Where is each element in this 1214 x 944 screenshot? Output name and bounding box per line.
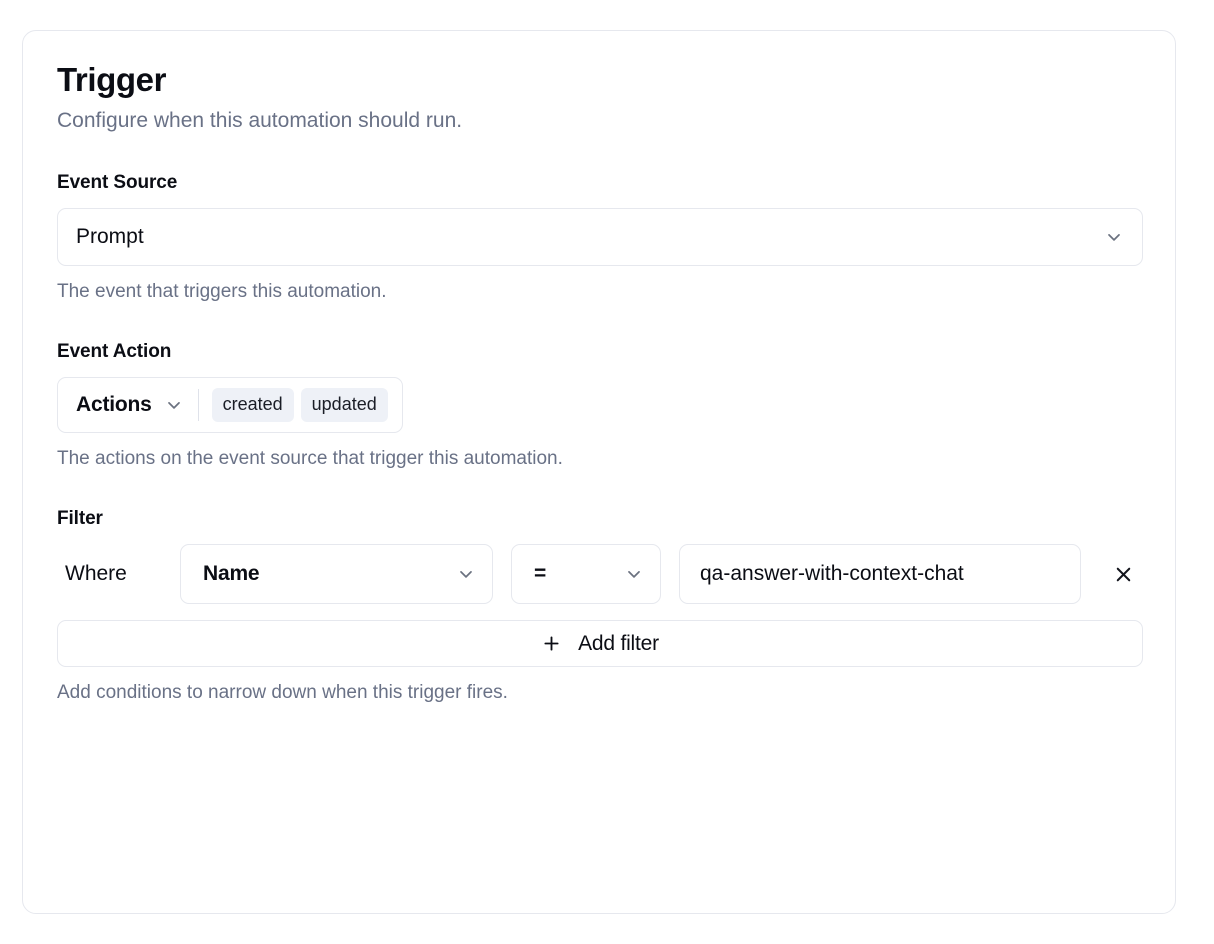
filter-help: Add conditions to narrow down when this …	[57, 682, 508, 704]
trigger-card: Trigger Configure when this automation s…	[22, 30, 1176, 914]
filter-field-value: Name	[203, 562, 260, 586]
remove-filter-button[interactable]	[1105, 555, 1141, 593]
chevron-down-icon	[628, 571, 640, 579]
event-source-help: The event that triggers this automation.	[57, 281, 387, 303]
event-source-label: Event Source	[57, 172, 178, 194]
page-subtitle: Configure when this automation should ru…	[57, 108, 463, 132]
chevron-down-icon	[167, 402, 180, 410]
event-action-trigger-label: Actions	[76, 393, 152, 417]
chevron-down-icon	[460, 571, 472, 579]
plus-icon	[544, 636, 559, 651]
filter-field-select[interactable]: Name	[180, 544, 493, 605]
event-action-chip-updated[interactable]: updated	[300, 388, 388, 423]
close-icon	[1116, 567, 1130, 581]
event-source-value: Prompt	[76, 225, 144, 249]
event-source-select[interactable]: Prompt	[57, 208, 1143, 267]
page-title: Trigger	[57, 61, 167, 98]
event-action-chip-created[interactable]: created	[211, 388, 294, 423]
chevron-down-icon	[1108, 234, 1120, 242]
add-filter-label: Add filter	[578, 631, 659, 655]
filter-label: Filter	[57, 508, 103, 530]
event-action-chips: created updated	[199, 388, 388, 423]
filter-operator-value: =	[534, 562, 547, 586]
where-label: Where	[65, 562, 127, 586]
filter-row: Where Name =	[57, 544, 1141, 605]
event-action-field: Event Action Actions created updated The…	[57, 341, 1141, 470]
filter-operator-select[interactable]: =	[511, 544, 661, 605]
divider	[197, 389, 199, 422]
event-action-multiselect[interactable]: Actions created updated	[57, 377, 403, 434]
event-source-field: Event Source Prompt The event that trigg…	[57, 172, 1143, 303]
add-filter-button[interactable]: Add filter	[57, 620, 1143, 668]
event-action-help: The actions on the event source that tri…	[57, 448, 563, 470]
filter-field: Filter Where Name =	[57, 508, 1143, 704]
event-action-label: Event Action	[57, 341, 172, 363]
filter-value-input[interactable]	[679, 544, 1081, 605]
event-action-trigger[interactable]: Actions	[76, 393, 198, 417]
